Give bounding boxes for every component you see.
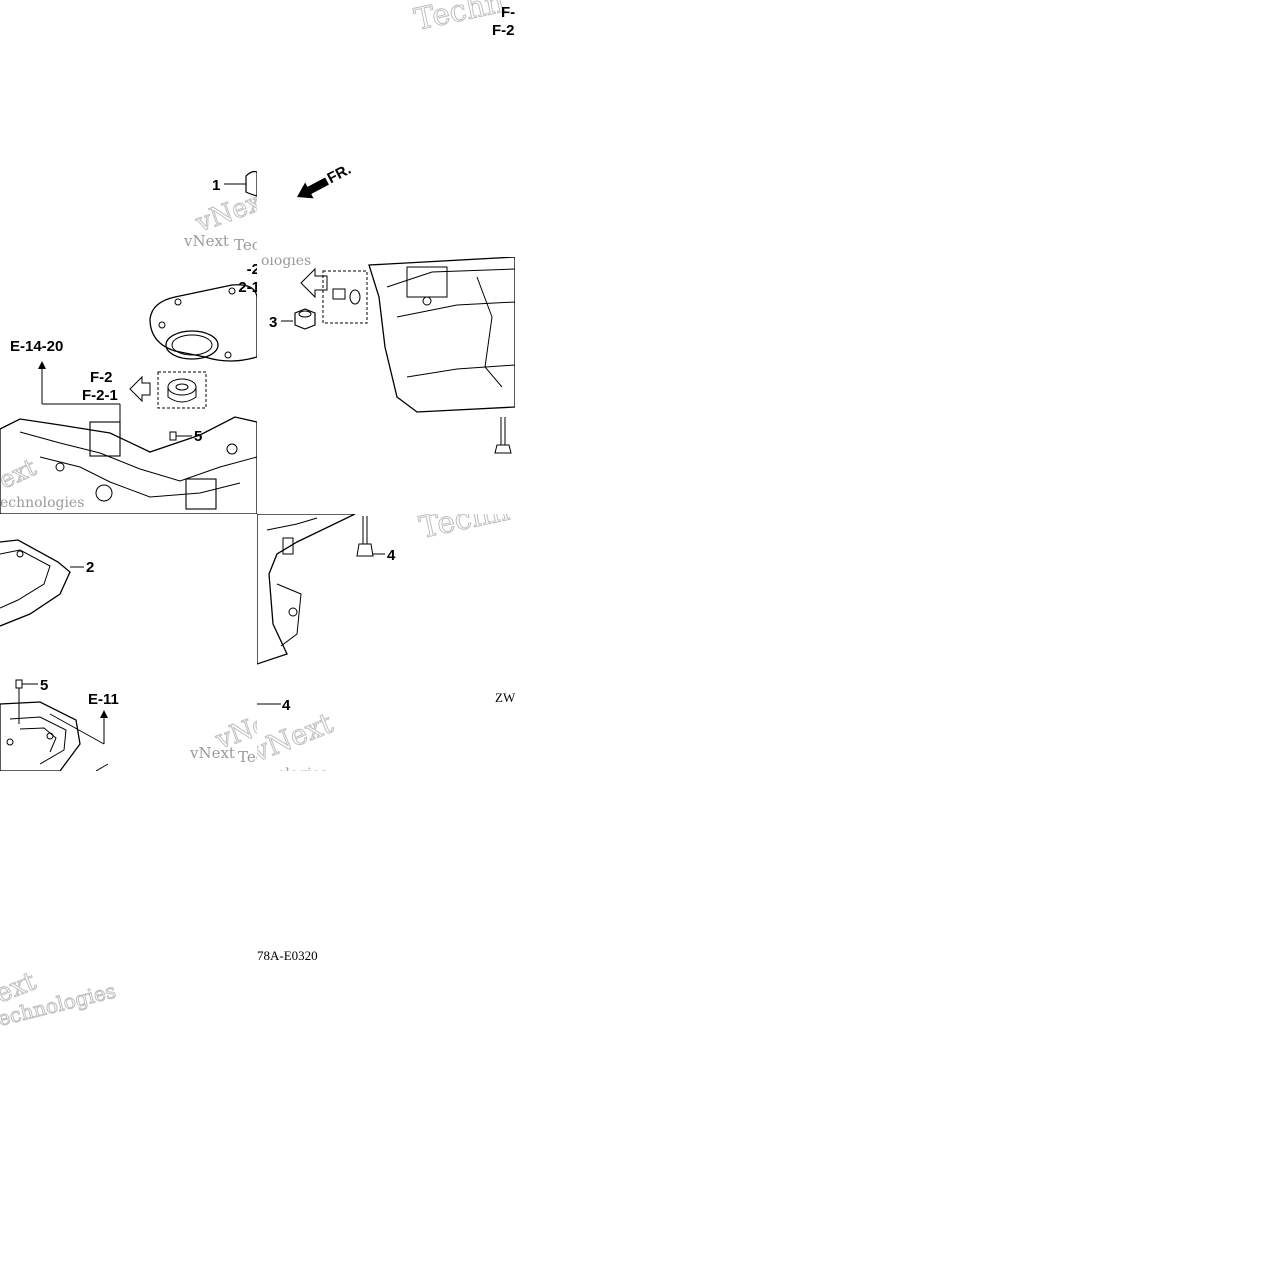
watermark-brand: vNext xyxy=(191,184,257,239)
callout-5a: 5 xyxy=(194,428,202,445)
watermark-text: ext xyxy=(0,453,41,494)
tile-upper-left: 1 vNext vNext Tec xyxy=(0,150,257,257)
callout-5b: 5 xyxy=(40,677,48,694)
ref-e-11: E-11 xyxy=(88,691,119,708)
ref-f-top-2: F-2 xyxy=(492,22,515,39)
tile-left-middle: -2 2-1 E-14-20 F-2 F-2-1 xyxy=(0,257,257,514)
tile-bottom-left: ext echnologies xyxy=(0,771,257,1028)
callout-4a: 4 xyxy=(387,547,396,564)
bolt-icon xyxy=(356,543,374,557)
watermark-text: Tec xyxy=(234,236,257,254)
part-5-dowel xyxy=(15,679,23,689)
tile-right-middle: ologies 3 xyxy=(257,257,515,514)
ref-f21-partial: 2-1 xyxy=(238,279,257,296)
case-side-outline xyxy=(257,514,356,665)
tile-upper-left-art: 1 vNext vNext Tec xyxy=(183,170,257,254)
tile-top-right: Techn F- F-2 FR. xyxy=(257,0,515,257)
ref-arrow-icon xyxy=(38,361,46,369)
arrow-icon xyxy=(297,177,329,199)
fr-label: FR. xyxy=(325,161,354,187)
case-upper-outline xyxy=(368,257,515,413)
watermark-text: vNext xyxy=(189,744,235,762)
front-direction-arrow: FR. xyxy=(297,161,354,199)
ref-f2-partial: -2 xyxy=(247,261,257,278)
plug-detail-box xyxy=(322,270,368,324)
watermark-text: ologies xyxy=(277,766,327,771)
tile-bottom-right-art: 78A-E0320 xyxy=(257,948,318,963)
callout-4b: 4 xyxy=(282,697,291,714)
case-body-outline xyxy=(0,416,257,514)
callout-3: 3 xyxy=(269,314,277,331)
part-3-nut xyxy=(294,308,316,330)
ref-f21-left: F-2-1 xyxy=(82,387,118,404)
hollow-arrow-icon xyxy=(300,267,328,299)
watermark-text: echnologies xyxy=(0,495,84,511)
tile-right-lower-art: 4 4 ZW Techn vNext ologies xyxy=(257,514,515,771)
diagram-code: 78A-E0320 xyxy=(257,948,318,963)
case-lower-outline xyxy=(0,701,81,771)
ref-f-top-1: F- xyxy=(501,4,515,21)
gasket-2-outline xyxy=(0,539,71,627)
tile-bottom-left-art: ext echnologies xyxy=(0,966,119,1028)
tile-left-lower: 2 5 E-11 vNext vNext Tec xyxy=(0,514,257,771)
watermark-text: Techn xyxy=(416,514,512,546)
watermark-text: ologies xyxy=(261,257,311,269)
watermark-brand: vNext xyxy=(257,706,338,769)
watermark-text: Tec xyxy=(238,748,257,766)
part-1-grommet xyxy=(245,170,257,197)
ref-e-14-20: E-14-20 xyxy=(10,338,63,355)
watermark-text: vNext xyxy=(183,232,229,250)
ref-arrow-icon xyxy=(100,710,108,718)
callout-2: 2 xyxy=(86,559,94,576)
bolt-icon xyxy=(494,444,512,454)
part-5-dowel xyxy=(169,431,177,441)
diagram-code-right: ZW xyxy=(495,690,515,705)
tile-right-lower: 4 4 ZW Techn vNext ologies xyxy=(257,514,515,771)
seal-detail-box xyxy=(157,371,207,409)
ref-f2-left: F-2 xyxy=(90,369,113,386)
hollow-arrow-icon xyxy=(129,375,151,403)
tile-right-middle-art: ologies 3 xyxy=(261,257,515,454)
tile-left-lower-art: 2 5 E-11 vNext vNext Tec xyxy=(0,539,257,771)
gasket-outline xyxy=(149,284,257,362)
tile-top-right-art: Techn F- F-2 FR. xyxy=(297,0,515,199)
tile-bottom-right: 78A-E0320 xyxy=(257,771,515,1028)
callout-1: 1 xyxy=(212,177,220,194)
tile-left-middle-art: -2 2-1 E-14-20 F-2 F-2-1 xyxy=(0,261,257,514)
